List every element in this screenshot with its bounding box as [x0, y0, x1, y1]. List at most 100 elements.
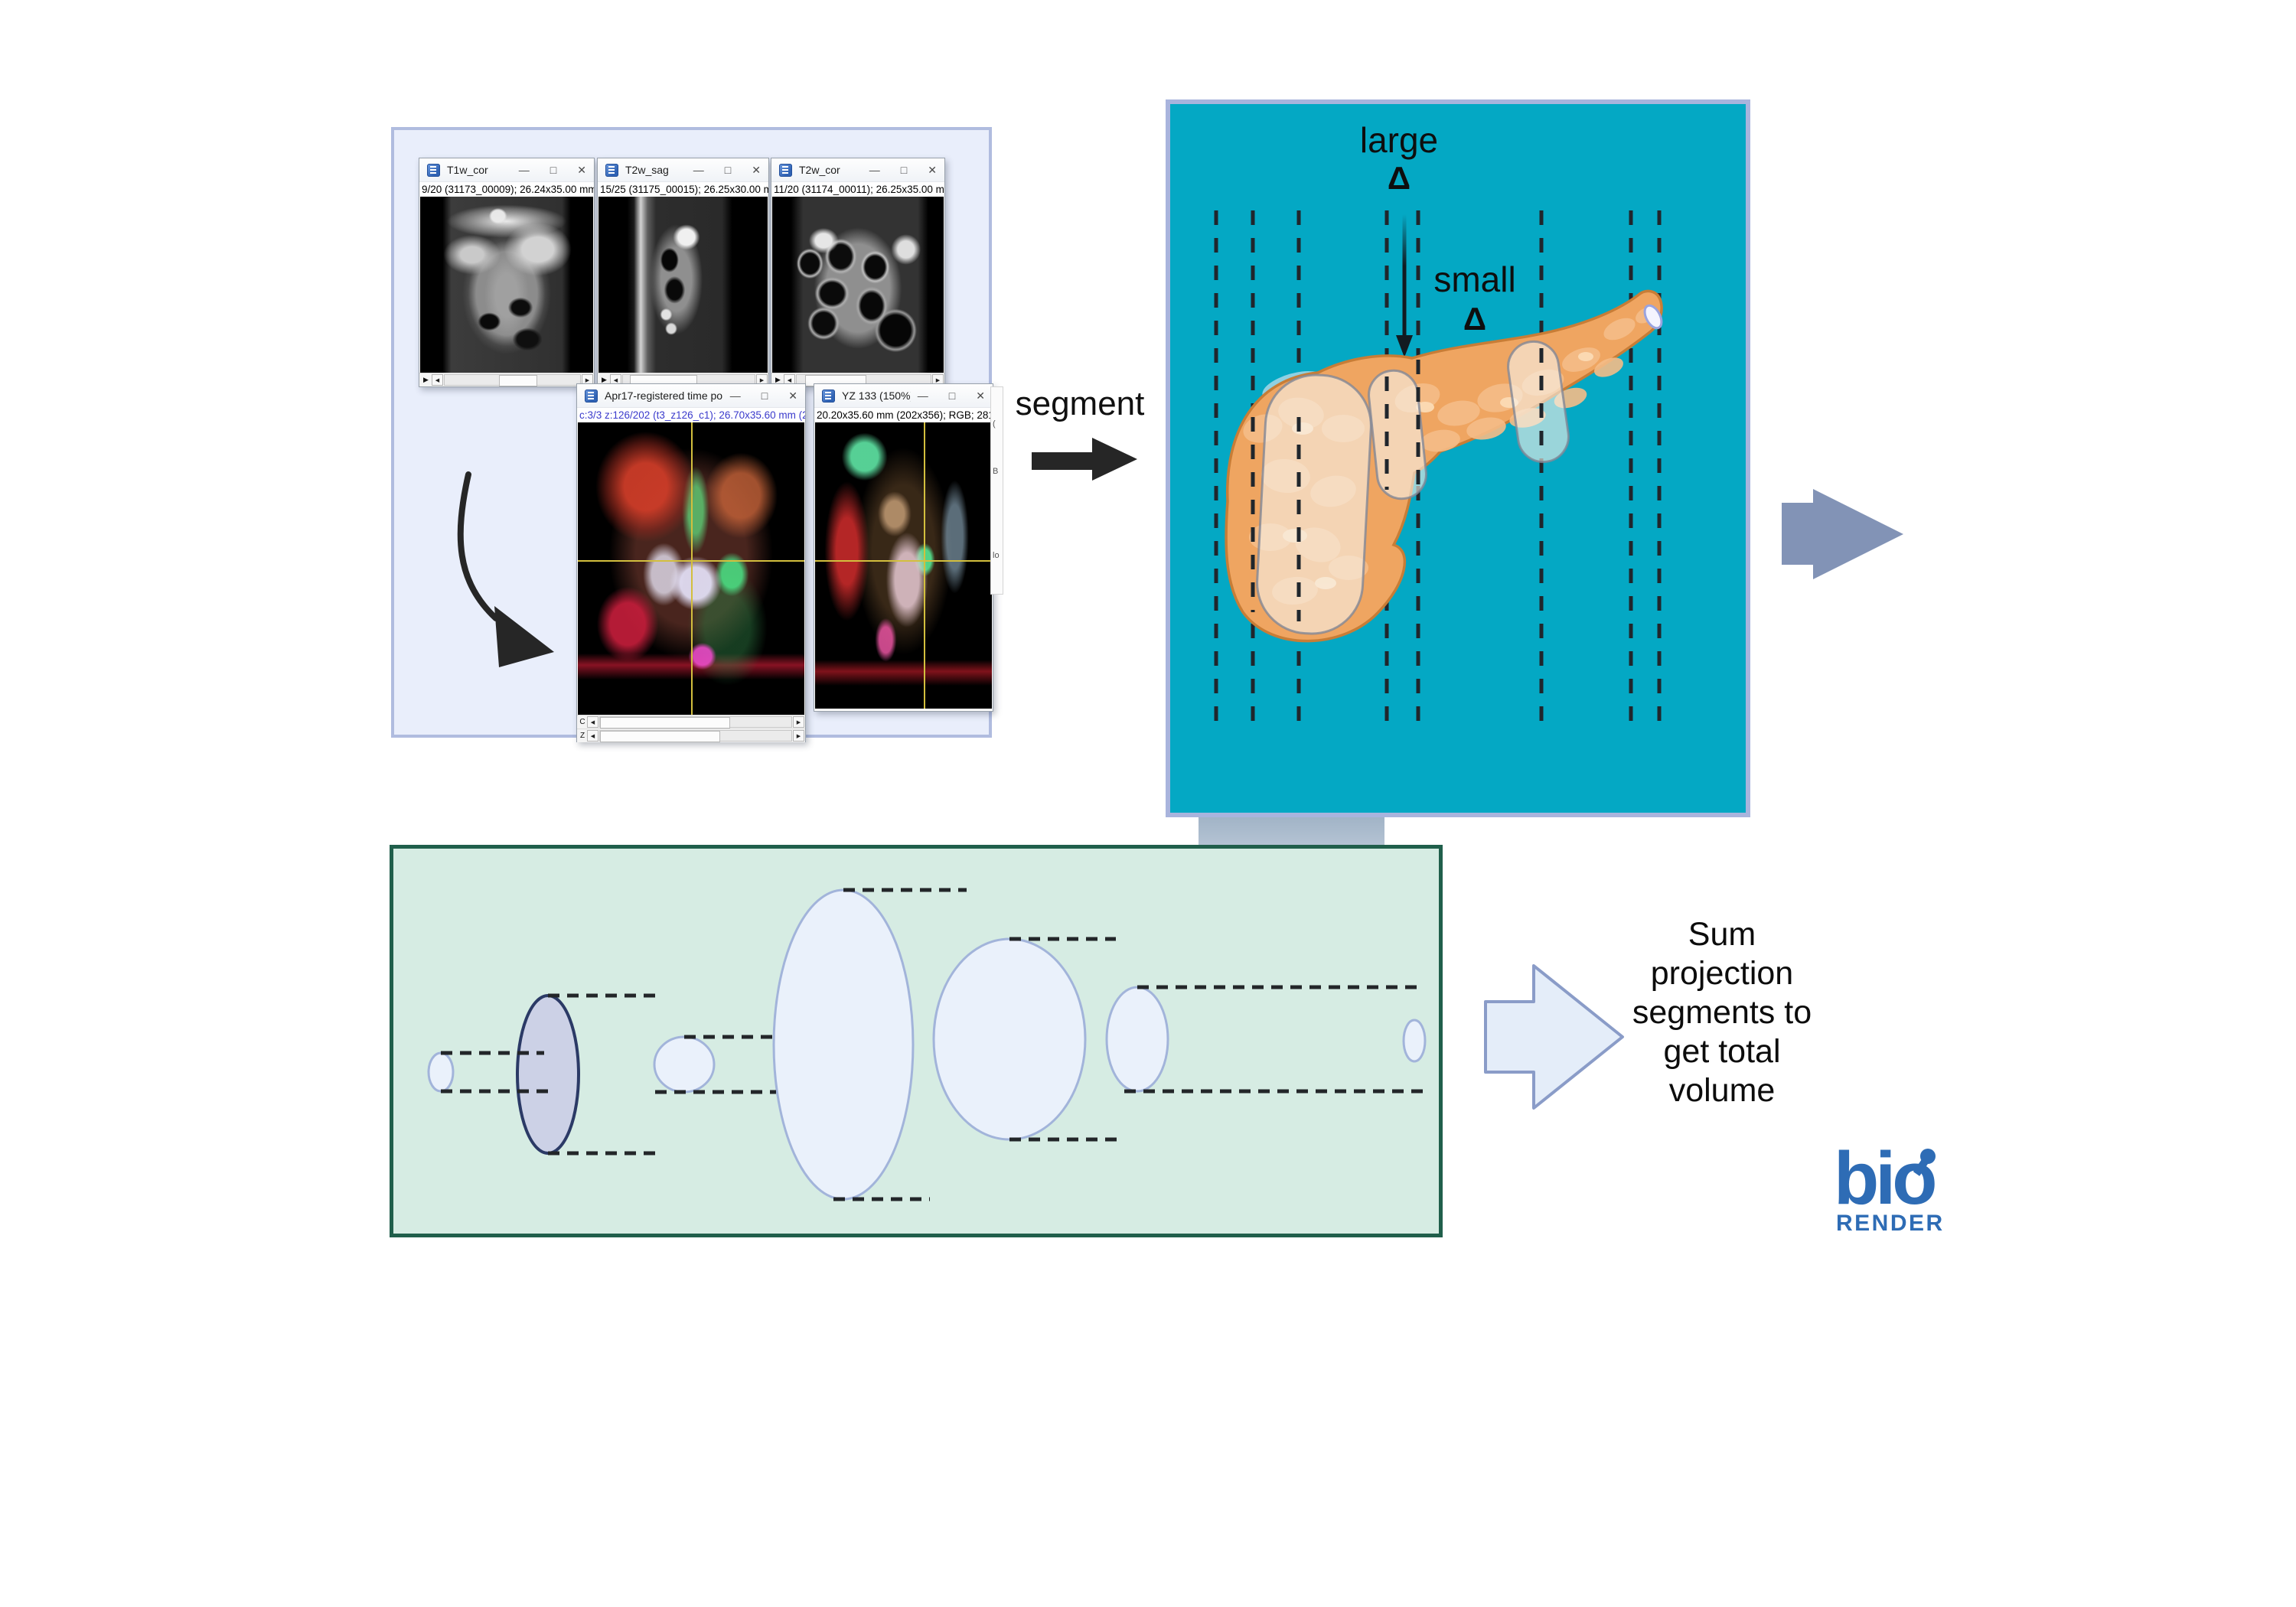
minimize-button[interactable]: —: [518, 164, 530, 176]
imagej-icon: [779, 163, 792, 177]
window-title: T1w_cor: [447, 164, 488, 176]
registered-composite-image: [578, 422, 804, 715]
maximize-button[interactable]: □: [550, 164, 557, 176]
slice-scrollbar: ▶ ◀ ▶: [419, 373, 594, 386]
z-scrollbar: Z ◀ ▶: [577, 729, 805, 742]
crosshair-horizontal: [815, 559, 992, 562]
close-button[interactable]: ✕: [788, 390, 797, 402]
crosshair-vertical: [924, 422, 926, 709]
scrollbar-track[interactable]: [444, 374, 581, 386]
logo-bio-text: bio: [1834, 1136, 1935, 1220]
minimize-button[interactable]: —: [869, 164, 880, 176]
fragment-text: lo: [993, 551, 1000, 560]
window-title: T2w_sag: [625, 164, 669, 176]
imagej-window-t2w-cor: T2w_cor — □ ✕ 11/20 (31174_00011); 26.25…: [771, 158, 945, 387]
logo-node-stem: [1913, 1157, 1930, 1176]
pancreatic-duct: [1643, 304, 1663, 330]
window-titlebar[interactable]: Apr17-registered time points.tif (150%) …: [577, 384, 805, 408]
minimize-button[interactable]: —: [729, 390, 741, 402]
crosshair-vertical: [691, 422, 693, 715]
maximize-button[interactable]: □: [761, 390, 768, 402]
play-icon[interactable]: ▶: [602, 376, 607, 383]
imagej-window-t1w-cor: T1w_cor — □ ✕ 9/20 (31173_00009); 26.24x…: [419, 158, 595, 387]
scroll-left-button[interactable]: ◀: [587, 730, 598, 742]
scroll-right-button[interactable]: ▶: [793, 730, 804, 742]
segmentation-figure: large Δ small Δ: [1214, 120, 1663, 731]
window-title: T2w_cor: [799, 164, 840, 176]
window-titlebar[interactable]: T2w_sag — □ ✕: [598, 158, 768, 182]
fragment-text: (: [993, 419, 996, 429]
projection-slice-ellipse: [1105, 986, 1169, 1093]
logo-node-dot: [1920, 1149, 1936, 1164]
slice-info: 11/20 (31174_00011); 26.25x35.00 mm (238: [771, 182, 944, 197]
window-titlebar[interactable]: T2w_cor — □ ✕: [771, 158, 944, 182]
mri-image-t1w-cor: [420, 197, 593, 373]
window-titlebar[interactable]: YZ 133 (150%) — □ ✕: [814, 384, 993, 408]
segmentation-panel: large Δ small Δ: [1166, 99, 1750, 817]
imagej-icon: [585, 389, 598, 403]
imagej-icon: [427, 163, 440, 177]
sum-line: Sum: [1688, 916, 1756, 953]
crosshair-horizontal: [578, 559, 804, 562]
scrollbar-track[interactable]: [599, 730, 792, 742]
scrollbar-thumb[interactable]: [600, 717, 730, 729]
close-button[interactable]: ✕: [976, 390, 985, 402]
label-large-delta: Δ: [1388, 160, 1411, 196]
yz-composite-image: [815, 422, 992, 709]
sum-step-label: Sum projection segments to get total vol…: [1600, 915, 1844, 1110]
scrollbar-thumb[interactable]: [600, 731, 720, 742]
imagej-icon: [822, 389, 835, 403]
sum-line: projection: [1650, 955, 1794, 992]
mri-image-t2w-sag: [598, 197, 768, 373]
projection-slice-ellipse-shaded: [516, 994, 580, 1155]
projection-slice-ellipse: [1402, 1019, 1427, 1063]
window-titlebar[interactable]: T1w_cor — □ ✕: [419, 158, 594, 182]
play-icon[interactable]: ▶: [775, 376, 781, 383]
imagej-window-t2w-sag: T2w_sag — □ ✕ 15/25 (31175_00015); 26.25…: [597, 158, 769, 387]
minimize-button[interactable]: —: [693, 164, 704, 176]
slice-info: 9/20 (31173_00009); 26.24x35.00 mm (248x…: [419, 182, 594, 197]
projection-figure: [427, 888, 1427, 1201]
sum-line: volume: [1668, 1072, 1776, 1109]
slice-info: c:3/3 z:126/202 (t3_z126_c1); 26.70x35.6…: [577, 408, 805, 422]
close-button[interactable]: ✕: [928, 164, 937, 176]
scroll-left-button[interactable]: ◀: [587, 716, 598, 728]
projection-dashes: [441, 888, 1424, 1201]
mri-image-t2w-cor: [772, 197, 944, 373]
label-large: large: [1360, 120, 1438, 160]
segment-step-label: segment: [1015, 385, 1145, 422]
minimize-button[interactable]: —: [917, 390, 928, 402]
slice-scrollbar: ▶ ◀ ▶: [771, 373, 944, 386]
window-title: YZ 133 (150%): [842, 390, 911, 402]
close-button[interactable]: ✕: [752, 164, 761, 176]
channel-scrollbar: C ◀ ▶: [577, 715, 805, 729]
projection-slice-ellipse: [932, 937, 1087, 1141]
play-icon[interactable]: ▶: [423, 376, 429, 383]
projection-panel: [390, 845, 1443, 1237]
sum-line: segments to: [1632, 994, 1812, 1031]
scrollbar-thumb[interactable]: [498, 375, 537, 386]
maximize-button[interactable]: □: [724, 164, 732, 176]
fragment-text: B: [993, 467, 999, 476]
logo-render-text: RENDER: [1836, 1211, 1945, 1236]
maximize-button[interactable]: □: [948, 390, 956, 402]
sum-line: get total: [1663, 1033, 1781, 1070]
imagej-window-yz: YZ 133 (150%) — □ ✕ 20.20x35.60 mm (202x…: [814, 383, 993, 712]
projection-slice-ellipse: [772, 888, 915, 1201]
delta-arrow-head: [1396, 335, 1413, 357]
maximize-button[interactable]: □: [900, 164, 908, 176]
biorender-logo: bio RENDER: [1834, 1136, 1945, 1236]
next-step-arrow: [1782, 489, 1903, 579]
slice-info: 15/25 (31175_00015); 26.25x30.00 mm (238: [598, 182, 768, 197]
slice-bands: [1256, 340, 1570, 635]
pancreas-illustration: [1225, 289, 1663, 643]
projection-slice-ellipse: [427, 1051, 455, 1093]
imagej-window-registered: Apr17-registered time points.tif (150%) …: [576, 383, 806, 742]
scrollbar-track[interactable]: [599, 716, 792, 729]
segment-arrow: [1032, 438, 1137, 481]
slice-overlay-lines: [1251, 348, 1544, 621]
clipped-window-fragment: ( B lo: [990, 386, 1003, 595]
close-button[interactable]: ✕: [577, 164, 586, 176]
scroll-left-button[interactable]: ◀: [432, 374, 443, 386]
scroll-right-button[interactable]: ▶: [793, 716, 804, 728]
